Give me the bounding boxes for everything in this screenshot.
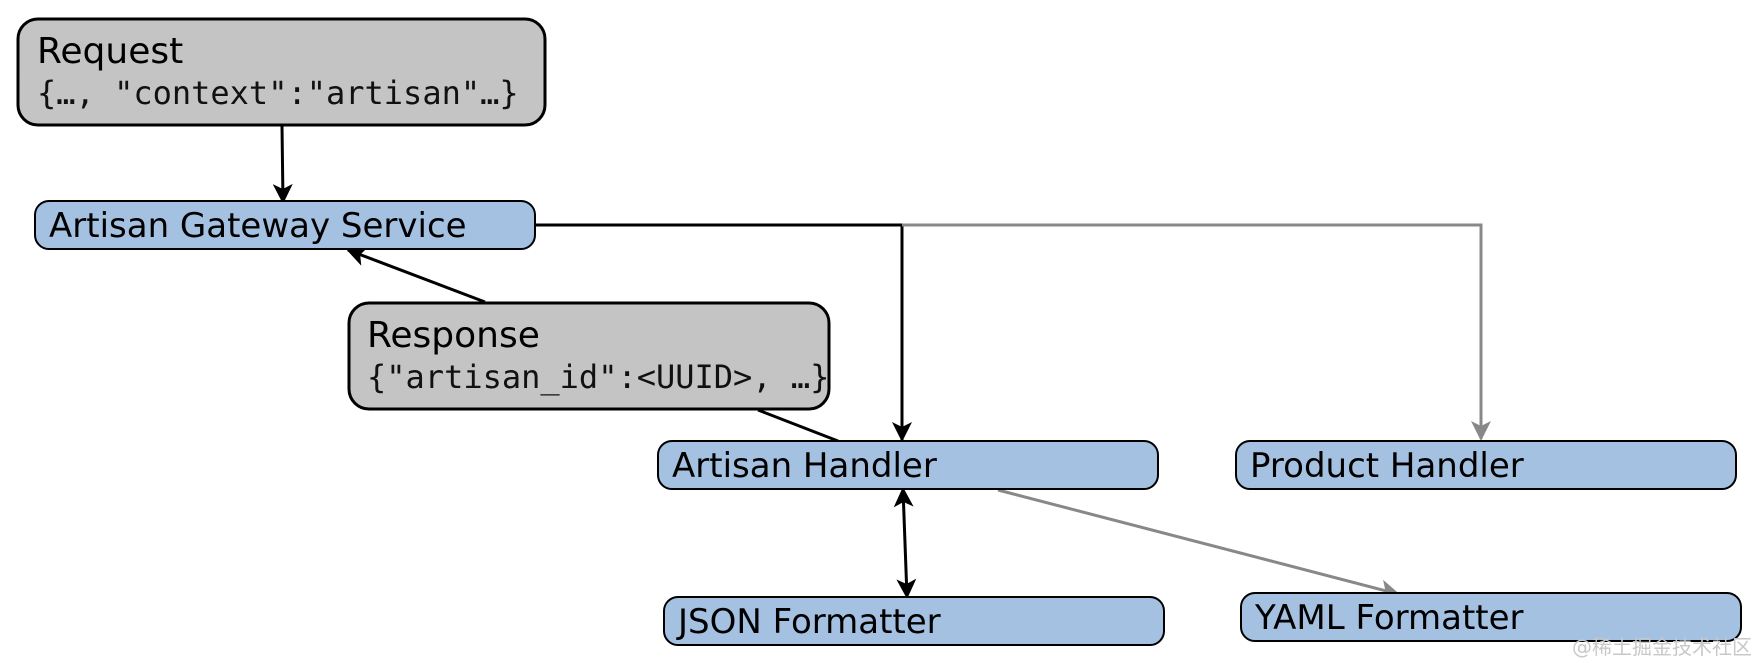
- response-body: {"artisan_id":<UUID>, …}: [367, 358, 829, 396]
- artisan-handler-to-yaml-formatter-arrow: [997, 488, 1400, 600]
- json-formatter-label: JSON Formatter: [676, 602, 941, 642]
- gateway-node: Artisan Gateway Service: [34, 200, 536, 250]
- artisan-handler-node: Artisan Handler: [657, 440, 1159, 490]
- yaml-formatter-node: YAML Formatter: [1240, 592, 1742, 642]
- handler-to-response-connector: [757, 408, 839, 443]
- gateway-to-product-handler-connector: [902, 223, 1491, 441]
- request-body: {…, "context":"artisan"…}: [37, 74, 519, 112]
- artisan-handler-json-formatter-arrow: [893, 487, 917, 599]
- yaml-formatter-label: YAML Formatter: [1254, 598, 1524, 638]
- response-to-gateway-arrow: [346, 247, 486, 304]
- gateway-label: Artisan Gateway Service: [49, 206, 467, 246]
- product-handler-label: Product Handler: [1250, 446, 1524, 486]
- response-title: Response: [367, 315, 540, 356]
- product-handler-node: Product Handler: [1235, 440, 1737, 490]
- json-formatter-node: JSON Formatter: [663, 596, 1165, 646]
- request-to-gateway-arrow: [272, 125, 293, 204]
- request-title: Request: [37, 31, 183, 72]
- response-message: Response {"artisan_id":<UUID>, …}: [347, 301, 831, 411]
- artisan-handler-label: Artisan Handler: [672, 446, 937, 486]
- watermark: @稀土掘金技术社区: [1572, 635, 1752, 659]
- request-message: Request {…, "context":"artisan"…}: [16, 17, 547, 127]
